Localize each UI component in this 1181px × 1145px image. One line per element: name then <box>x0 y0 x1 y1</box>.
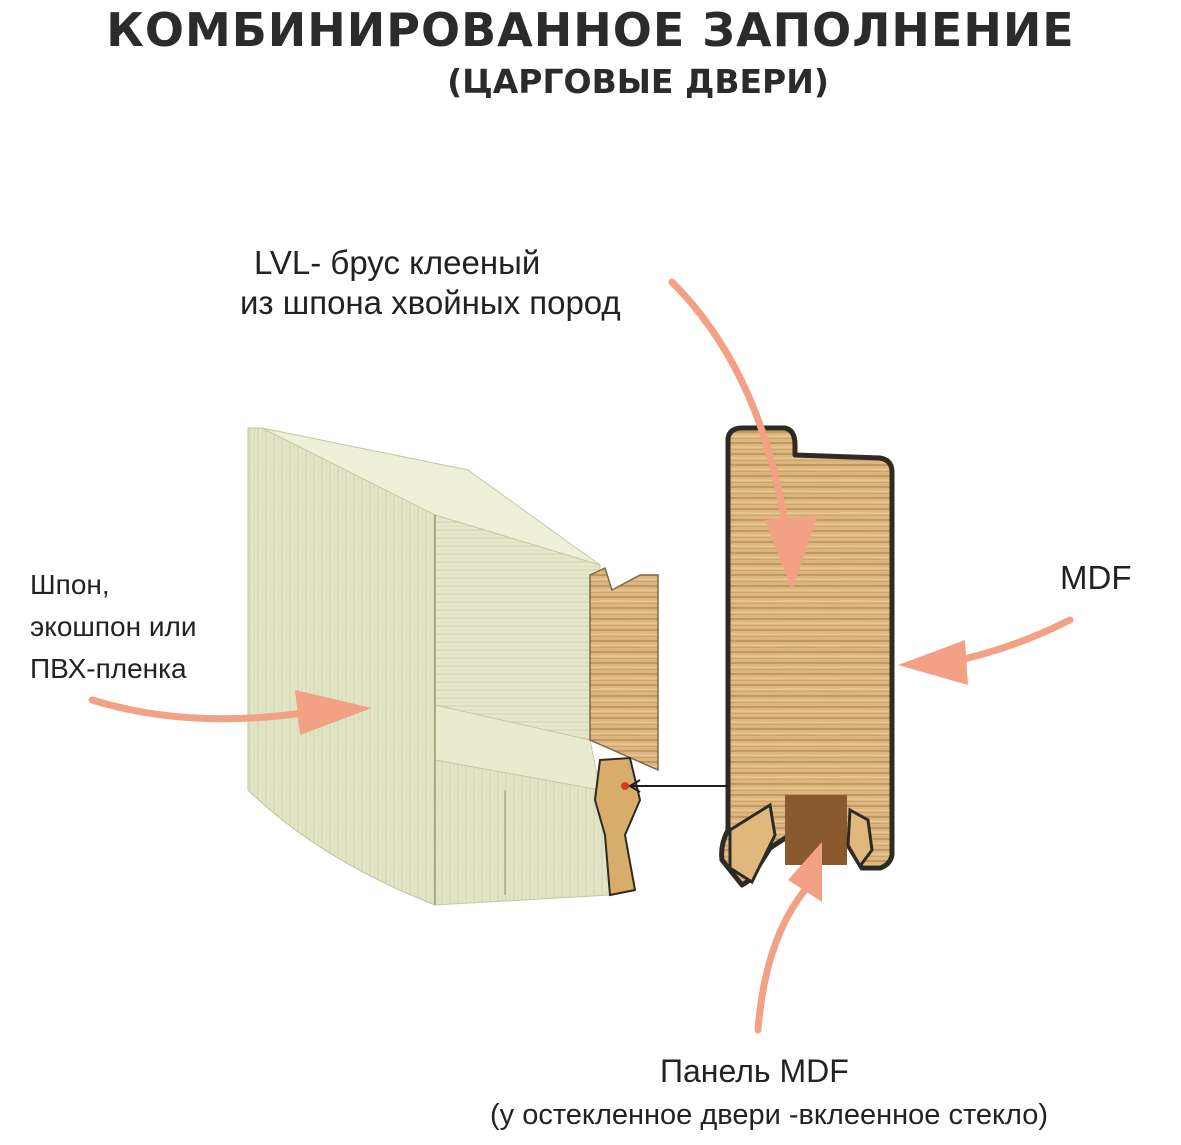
arrow-panel <box>754 842 822 1034</box>
label-mdf: MDF <box>1060 559 1132 596</box>
door-face-veneer <box>247 427 611 906</box>
label-veneer: Шпон, экошпон или ПВХ-пленка <box>30 564 196 690</box>
label-lvl-line2: из шпона хвойных пород <box>240 284 621 322</box>
connector-line <box>628 779 728 793</box>
arrow-veneer <box>88 690 372 735</box>
label-veneer-line1: Шпон, <box>30 569 110 600</box>
diagram-title: КОМБИНИРОВАННОЕ ЗАПОЛНЕНИЕ <box>106 3 1075 57</box>
label-lvl-line1: LVL- брус клееный <box>254 244 541 281</box>
arrow-mdf <box>898 616 1074 685</box>
label-veneer-line2: экошпон или <box>30 611 197 642</box>
arrow-lvl <box>668 278 818 590</box>
label-lvl-timber: LVL- брус клееный из шпона хвойных пород <box>240 243 621 324</box>
label-panel-note: (у остекленное двери -вклеенное стекло) <box>490 1099 1049 1131</box>
label-panel-mdf: Панель MDF <box>660 1053 849 1089</box>
left-lvl-end <box>589 566 659 897</box>
label-veneer-line3: ПВХ-пленка <box>30 653 187 684</box>
diagram-subtitle: (ЦАРГОВЫЕ ДВЕРИ) <box>447 62 829 101</box>
right-cross-section <box>719 425 895 888</box>
